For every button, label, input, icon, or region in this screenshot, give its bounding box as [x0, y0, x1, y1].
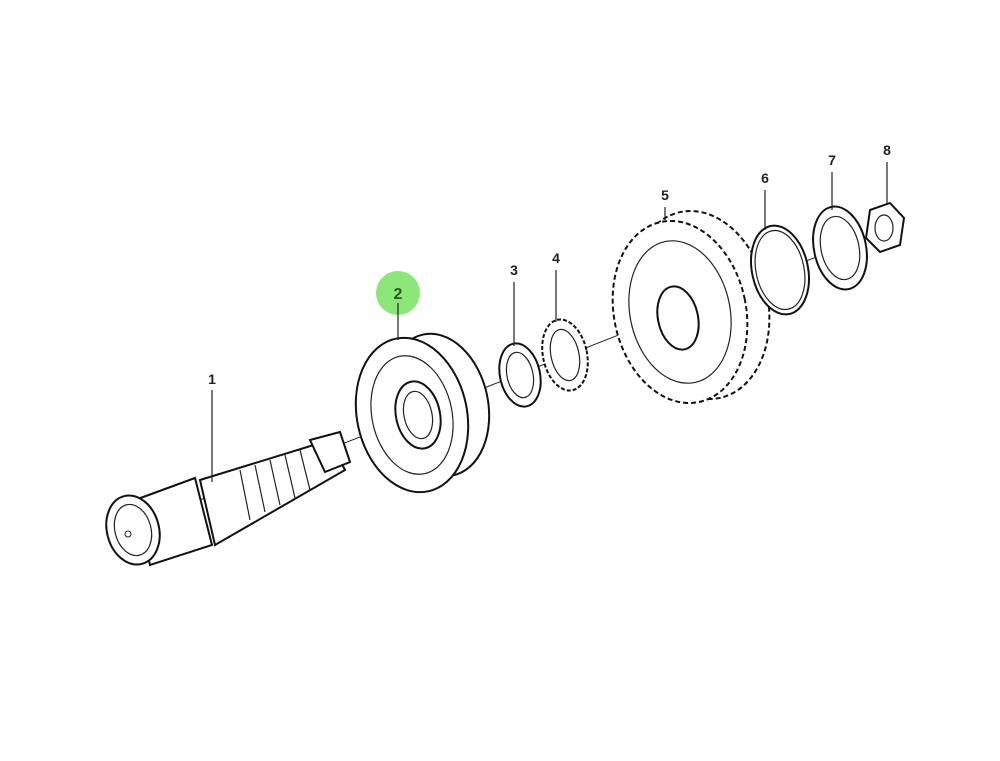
callout-5[interactable]: 5 — [661, 187, 669, 220]
callout-label-5: 5 — [661, 187, 669, 203]
part-7-thrust-washer[interactable] — [806, 202, 874, 295]
part-6-snap-ring[interactable] — [743, 220, 816, 320]
part-5-gear[interactable] — [596, 198, 786, 416]
callout-4[interactable]: 4 — [552, 250, 560, 322]
callout-label-7: 7 — [828, 152, 836, 168]
callout-7[interactable]: 7 — [828, 152, 836, 210]
callout-3[interactable]: 3 — [510, 262, 518, 346]
callout-label-2: 2 — [394, 286, 403, 303]
part-3-ring[interactable] — [494, 340, 546, 411]
callout-8[interactable]: 8 — [883, 142, 891, 204]
callout-label-8: 8 — [883, 142, 891, 158]
callout-label-3: 3 — [510, 262, 518, 278]
part-2-synchronizer-hub[interactable] — [342, 324, 502, 503]
callout-label-1: 1 — [208, 371, 216, 387]
callout-label-6: 6 — [761, 170, 769, 186]
highlight-circle — [376, 271, 420, 315]
part-1-shaft[interactable] — [99, 430, 352, 571]
callout-1[interactable]: 1 — [208, 371, 216, 482]
part-8-nut[interactable] — [864, 201, 906, 254]
callout-6[interactable]: 6 — [761, 170, 769, 230]
part-4-synchro-ring[interactable] — [536, 315, 594, 395]
callout-2-highlighted[interactable]: 2 — [376, 271, 420, 340]
callout-label-4: 4 — [552, 250, 560, 266]
